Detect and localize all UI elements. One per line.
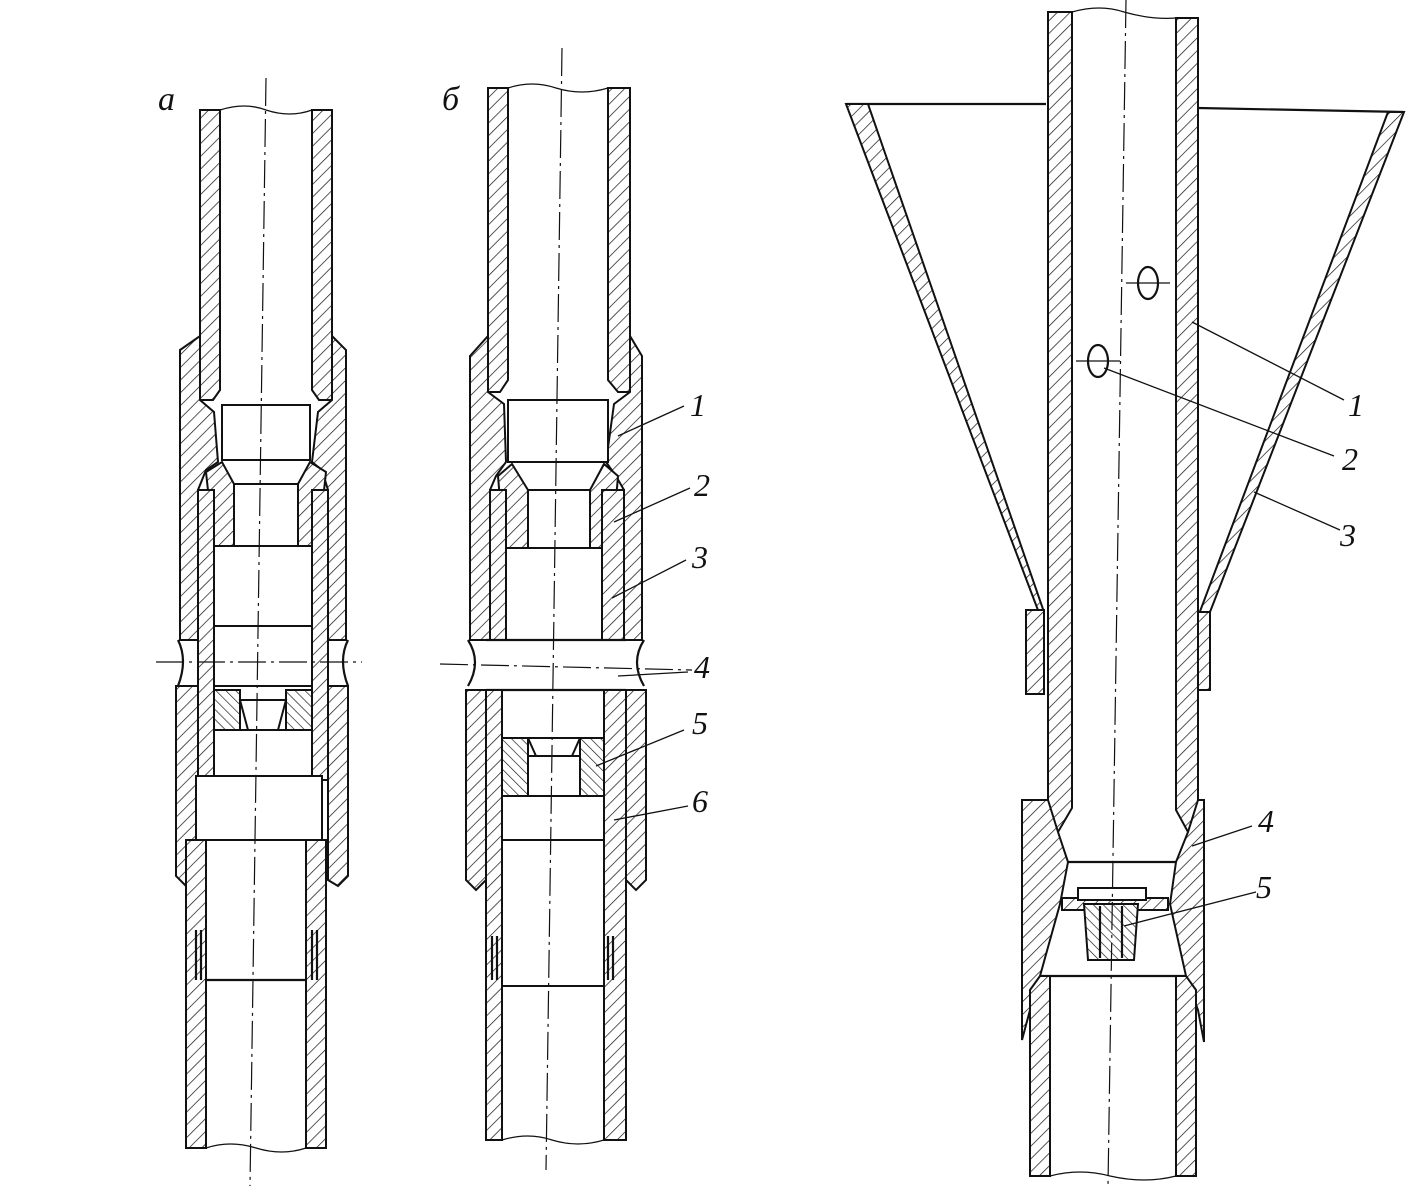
funnel-drawing [844, 0, 1406, 1186]
panel-b-threads [490, 936, 615, 980]
panel-b-drawing [439, 47, 693, 1171]
panel-b-callout-5: 5 [692, 705, 708, 741]
panel-b-callout-4: 4 [694, 649, 710, 685]
panel-b-leaders [595, 405, 691, 821]
panel-a-threads [194, 930, 319, 980]
panel-a-label: а [158, 81, 175, 118]
funnel-callout-5: 5 [1256, 869, 1272, 905]
funnel-callout-1: 1 [1348, 387, 1364, 423]
panel-b-label: б [442, 81, 461, 118]
funnel-callout-2: 2 [1342, 441, 1358, 477]
panel-b-callout-1: 1 [690, 387, 706, 423]
funnel-callout-4: 4 [1258, 803, 1274, 839]
funnel-leaders [1103, 321, 1345, 927]
panel-b-callout-6: 6 [692, 783, 708, 819]
panel-b-callout-2: 2 [694, 467, 710, 503]
panel-a-drawing [156, 77, 362, 1186]
panel-b-callout-3: 3 [691, 539, 708, 575]
funnel-callout-3: 3 [1339, 517, 1356, 553]
